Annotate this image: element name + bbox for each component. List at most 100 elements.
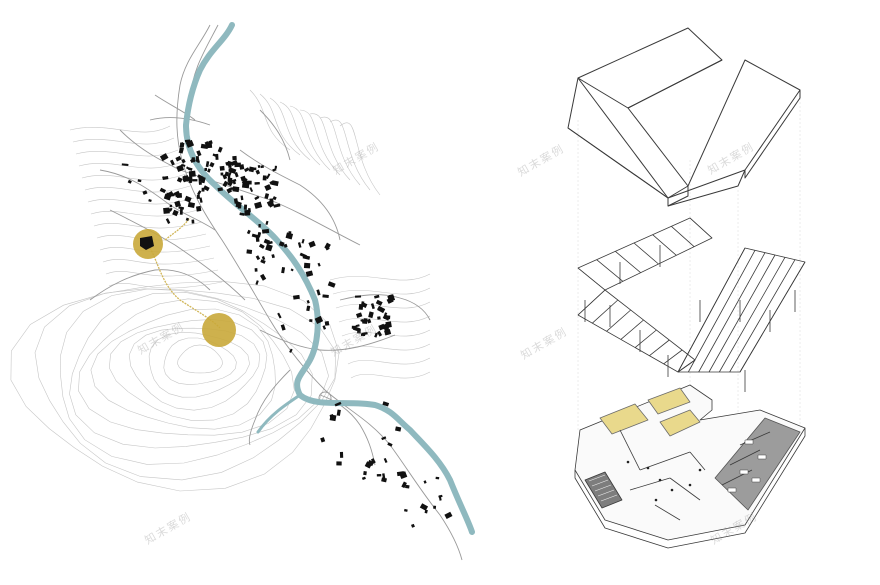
building bbox=[382, 314, 391, 321]
contour-line bbox=[338, 315, 431, 323]
building bbox=[399, 471, 408, 480]
building bbox=[363, 470, 367, 476]
pedestrian-path bbox=[149, 217, 221, 329]
building bbox=[360, 319, 364, 322]
building bbox=[246, 229, 251, 235]
building bbox=[184, 195, 192, 203]
building bbox=[226, 187, 233, 194]
contour-line bbox=[90, 308, 276, 430]
building bbox=[368, 311, 374, 319]
building bbox=[244, 209, 251, 216]
river bbox=[182, 22, 475, 535]
building bbox=[388, 294, 394, 300]
building bbox=[176, 177, 183, 183]
building bbox=[283, 243, 288, 248]
building bbox=[260, 259, 266, 264]
building bbox=[423, 480, 427, 484]
building bbox=[301, 238, 305, 244]
contour-line bbox=[34, 288, 337, 481]
floor-person bbox=[646, 466, 650, 470]
structure-layer bbox=[577, 217, 806, 392]
site-1-building bbox=[140, 236, 154, 250]
building bbox=[159, 153, 169, 162]
highlight-site-2-circle-icon bbox=[202, 313, 236, 347]
contour-line bbox=[350, 371, 431, 379]
building bbox=[162, 176, 166, 180]
road bbox=[239, 149, 341, 241]
frame-beam bbox=[652, 234, 677, 256]
contour-line bbox=[177, 344, 223, 374]
road bbox=[259, 109, 291, 161]
frame-beam bbox=[577, 217, 713, 291]
building bbox=[271, 180, 279, 187]
building bbox=[181, 158, 186, 164]
building bbox=[137, 179, 142, 183]
contour-line bbox=[75, 149, 179, 157]
building bbox=[297, 242, 302, 248]
frame-beam bbox=[620, 319, 644, 340]
building bbox=[166, 190, 175, 199]
floor-auditorium bbox=[584, 471, 623, 509]
contour-line bbox=[329, 273, 431, 281]
contour-line bbox=[347, 357, 431, 365]
frame-beam bbox=[615, 251, 641, 273]
building bbox=[386, 297, 394, 304]
building bbox=[411, 523, 415, 528]
floor-table bbox=[744, 439, 754, 445]
building bbox=[174, 200, 181, 208]
building bbox=[227, 171, 232, 178]
building bbox=[309, 319, 313, 322]
frame-beam bbox=[596, 259, 624, 282]
floor-seat-row bbox=[591, 479, 609, 487]
building bbox=[336, 461, 342, 466]
building bbox=[382, 473, 386, 479]
building bbox=[317, 262, 321, 267]
road bbox=[176, 24, 463, 561]
river-tributary bbox=[256, 393, 302, 434]
building bbox=[179, 209, 183, 215]
building bbox=[384, 328, 392, 336]
building bbox=[324, 321, 330, 326]
building bbox=[232, 180, 237, 185]
building bbox=[205, 161, 210, 168]
building bbox=[316, 289, 321, 296]
building bbox=[191, 157, 195, 163]
contour-line bbox=[72, 137, 175, 145]
building bbox=[142, 190, 148, 195]
contour-line bbox=[128, 327, 261, 411]
building bbox=[255, 236, 260, 242]
contour-line bbox=[81, 173, 187, 181]
building bbox=[220, 172, 224, 176]
floor-room bbox=[647, 387, 691, 415]
floor-partition bbox=[629, 477, 671, 491]
frame-beam bbox=[634, 329, 657, 348]
building bbox=[260, 165, 264, 169]
building bbox=[255, 280, 259, 285]
building bbox=[148, 199, 152, 203]
building bbox=[186, 166, 191, 170]
building bbox=[227, 177, 233, 183]
building bbox=[308, 240, 316, 248]
building bbox=[274, 165, 277, 169]
building bbox=[306, 305, 311, 312]
building bbox=[198, 177, 205, 182]
contour-line bbox=[84, 185, 191, 193]
building bbox=[327, 281, 336, 288]
floor-person bbox=[688, 483, 692, 487]
building bbox=[271, 254, 275, 259]
building bbox=[196, 150, 202, 157]
contour-line bbox=[10, 280, 340, 492]
building bbox=[264, 184, 272, 192]
building bbox=[339, 451, 344, 458]
building bbox=[303, 262, 311, 269]
building bbox=[254, 201, 263, 209]
building bbox=[358, 304, 364, 310]
contour-line bbox=[329, 119, 371, 191]
building bbox=[171, 193, 175, 197]
building bbox=[288, 231, 292, 237]
building bbox=[203, 185, 210, 192]
building bbox=[255, 169, 261, 175]
floor-table bbox=[757, 454, 767, 460]
building bbox=[355, 324, 360, 328]
floor-partition bbox=[729, 449, 761, 466]
